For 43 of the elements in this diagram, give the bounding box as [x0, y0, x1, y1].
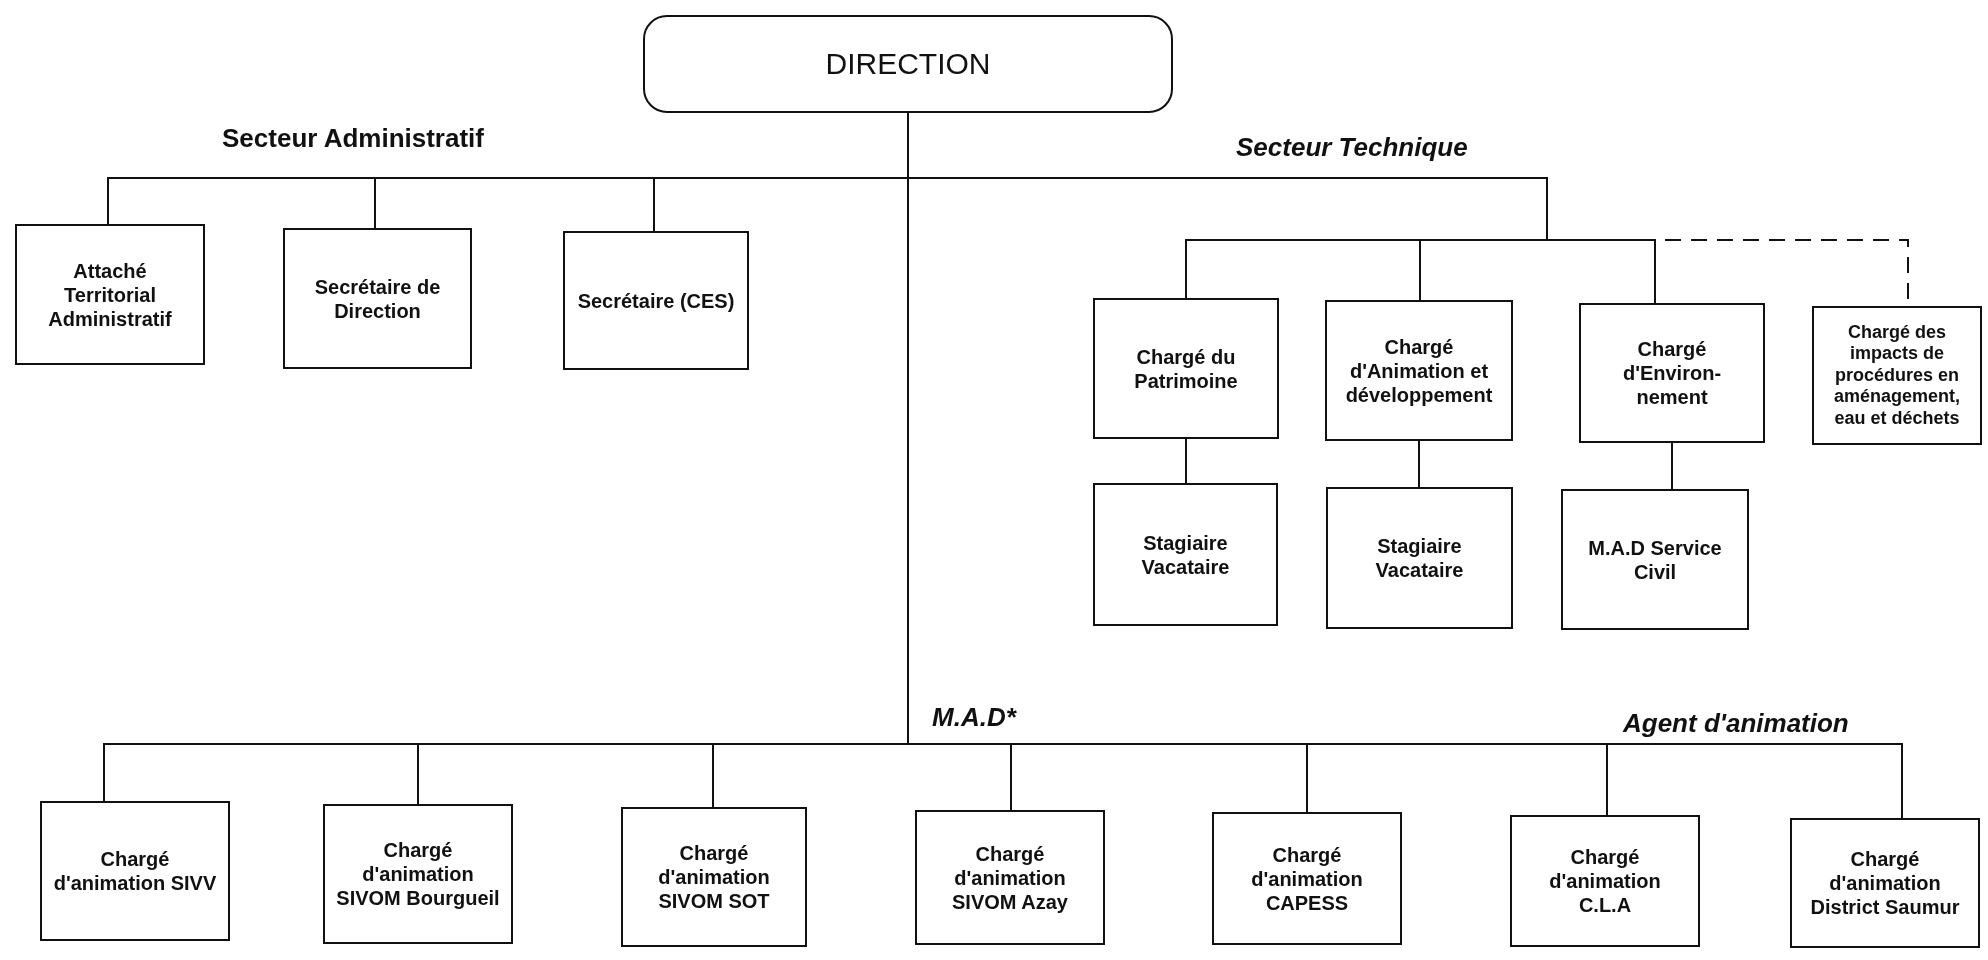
- position-box: [915, 810, 1105, 945]
- position-box: [1325, 300, 1513, 441]
- sector-label: Agent d'animation: [1623, 708, 1849, 739]
- position-box: [1790, 818, 1980, 948]
- position-box: [1093, 483, 1278, 626]
- connector-line: [1671, 442, 1673, 490]
- position-box: [1093, 298, 1279, 439]
- position-title: Stagiaire Vacataire: [1140, 530, 1231, 579]
- position-title: Stagiaire Vacataire: [1374, 534, 1465, 582]
- position-title: Secrétaire (CES): [577, 288, 735, 313]
- sector-label: Secteur Administratif: [222, 123, 484, 154]
- position-title: Secrétaire de Direction: [313, 274, 442, 323]
- position-box: [1812, 306, 1982, 445]
- position-title: Chargé d'animation C.L.A: [1548, 845, 1662, 917]
- position-title: Chargé d'animation District Saumur: [1809, 847, 1961, 919]
- connector-line: [1418, 440, 1420, 488]
- position-box: [1212, 812, 1402, 945]
- position-box: [1326, 487, 1513, 629]
- position-title: Chargé d'animation CAPESS: [1250, 842, 1364, 915]
- direction-box: [643, 15, 1173, 113]
- position-box: [1561, 489, 1749, 630]
- position-title: Chargé d'animation SIVOM SOT: [657, 841, 771, 913]
- position-title: DIRECTION: [825, 46, 991, 82]
- position-title: Chargé du Patrimoine: [1133, 344, 1239, 393]
- position-box: [1579, 303, 1765, 443]
- position-box: [283, 228, 472, 369]
- position-box: [40, 801, 230, 941]
- connector-line: [1185, 438, 1187, 484]
- position-title: Chargé d'animation SIVOM Azay: [951, 841, 1069, 914]
- position-title: Chargé d'Animation et développement: [1344, 334, 1494, 407]
- position-title: Attaché Territorial Administratif: [47, 258, 173, 331]
- sector-label: M.A.D*: [932, 702, 1016, 733]
- position-title: M.A.D Service Civil: [1587, 535, 1723, 584]
- position-box: [563, 231, 749, 370]
- position-box: [15, 224, 205, 365]
- position-title: Chargé d'animation SIVOM Bourgueil: [335, 838, 501, 910]
- position-box: [621, 807, 807, 947]
- position-title: Chargé d'Environ- nement: [1621, 337, 1723, 409]
- position-box: [323, 804, 513, 944]
- sector-label: Secteur Technique: [1236, 132, 1468, 163]
- position-title: Chargé des impacts de procédures en aménagement, eau et déchets: [1832, 321, 1961, 430]
- position-box: [1510, 815, 1700, 947]
- position-title: Chargé d'animation SIVV: [52, 847, 218, 895]
